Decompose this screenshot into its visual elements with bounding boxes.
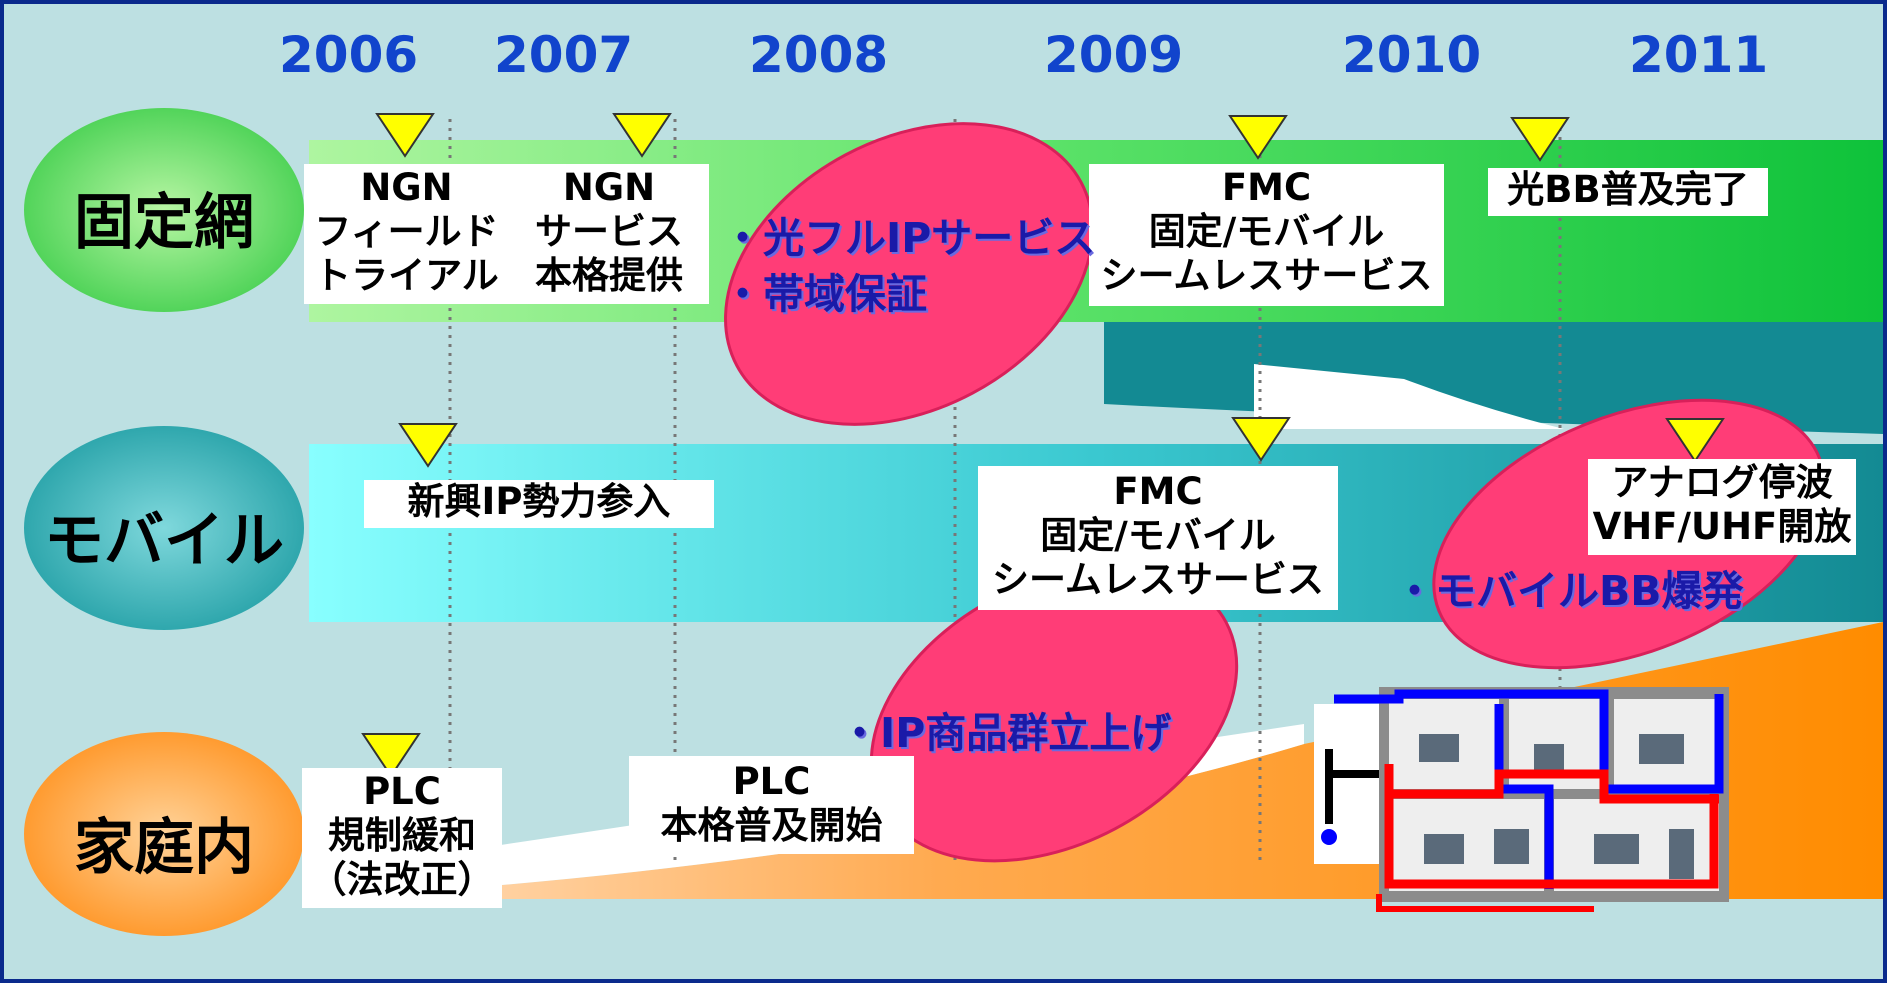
home-circle bbox=[24, 732, 304, 936]
fmc-fixed-line3: シームレスサービス bbox=[1100, 254, 1433, 297]
highlight-fixed-2: ・帯域保証 bbox=[722, 270, 927, 318]
milestone-markers bbox=[361, 113, 1725, 778]
label-fmc-fixed: FMC 固定/モバイル シームレスサービス bbox=[1089, 164, 1444, 306]
highlight-mobile: ・モバイルBB爆発 bbox=[1394, 567, 1744, 615]
marker-plc-dereg bbox=[361, 733, 421, 778]
fmc-mobile-line2: 固定/モバイル bbox=[1040, 514, 1276, 557]
highlight-fixed-1: ・光フルIPサービス bbox=[722, 214, 1096, 262]
label-ngn-trial: NGN フィールド トライアル bbox=[304, 164, 509, 304]
marker-fmc-mobile bbox=[1231, 417, 1291, 462]
fixed-highlight-ellipse bbox=[724, 122, 1094, 426]
marker-fmc-fixed bbox=[1228, 115, 1288, 160]
label-ngn-service: NGN サービス 本格提供 bbox=[509, 164, 709, 304]
marker-ngn-trial bbox=[375, 113, 435, 158]
fixed-circle bbox=[24, 108, 304, 312]
plc-dereg-line3: （法改正） bbox=[309, 858, 495, 901]
label-hikari-bb: 光BB普及完了 bbox=[1488, 168, 1768, 216]
analog-line1: アナログ停波 bbox=[1611, 461, 1833, 504]
ngn-service-line1: NGN bbox=[562, 166, 656, 209]
label-plc-start: PLC 本格普及開始 bbox=[629, 756, 914, 854]
roadmap-diagram: 2006 2007 2008 2009 2010 2011 固定網 モバイル 家… bbox=[4, 4, 1883, 979]
plc-dereg-line2: 規制緩和 bbox=[328, 814, 476, 857]
year-2008: 2008 bbox=[749, 26, 889, 84]
year-2010: 2010 bbox=[1342, 26, 1482, 84]
marker-ngn-service bbox=[612, 113, 672, 158]
fmc-mobile-line1: FMC bbox=[1113, 470, 1203, 513]
marker-hikari-bb bbox=[1510, 117, 1570, 162]
plc-dereg-line1: PLC bbox=[363, 770, 441, 813]
year-2009: 2009 bbox=[1044, 26, 1184, 84]
marker-new-ip bbox=[398, 423, 458, 468]
fmc-fixed-line2: 固定/モバイル bbox=[1148, 210, 1385, 253]
ngn-service-line3: 本格提供 bbox=[535, 254, 683, 297]
plc-start-line2: 本格普及開始 bbox=[660, 804, 883, 847]
ngn-trial-line3: トライアル bbox=[314, 254, 499, 297]
home-network-illustration bbox=[1314, 687, 1729, 912]
fmc-mobile-line3: シームレスサービス bbox=[992, 558, 1324, 601]
label-fmc-mobile: FMC 固定/モバイル シームレスサービス bbox=[978, 466, 1338, 610]
label-plc-dereg: PLC 規制緩和 （法改正） bbox=[302, 768, 502, 908]
year-2007: 2007 bbox=[494, 26, 634, 84]
category-home: 家庭内 bbox=[74, 813, 254, 883]
marker-analog bbox=[1665, 418, 1725, 463]
year-2011: 2011 bbox=[1629, 26, 1769, 84]
label-analog: アナログ停波 VHF/UHF開放 bbox=[1588, 459, 1856, 555]
year-2006: 2006 bbox=[279, 26, 419, 84]
analog-line2: VHF/UHF開放 bbox=[1592, 505, 1852, 548]
ngn-trial-line2: フィールド bbox=[314, 210, 499, 253]
mobile-circle bbox=[24, 426, 304, 630]
ngn-service-line2: サービス bbox=[535, 210, 683, 253]
label-new-ip: 新興IP勢力参入 bbox=[364, 480, 714, 528]
white-wedge bbox=[1254, 364, 1564, 429]
category-mobile: モバイル bbox=[44, 506, 284, 576]
category-fixed: 固定網 bbox=[74, 188, 254, 258]
roadmap-graphics bbox=[24, 108, 1883, 936]
fmc-fixed-line1: FMC bbox=[1221, 166, 1312, 209]
highlight-home: ・IP商品群立上げ bbox=[839, 709, 1172, 757]
ngn-trial-line1: NGN bbox=[360, 166, 453, 209]
plc-start-line1: PLC bbox=[732, 760, 811, 803]
